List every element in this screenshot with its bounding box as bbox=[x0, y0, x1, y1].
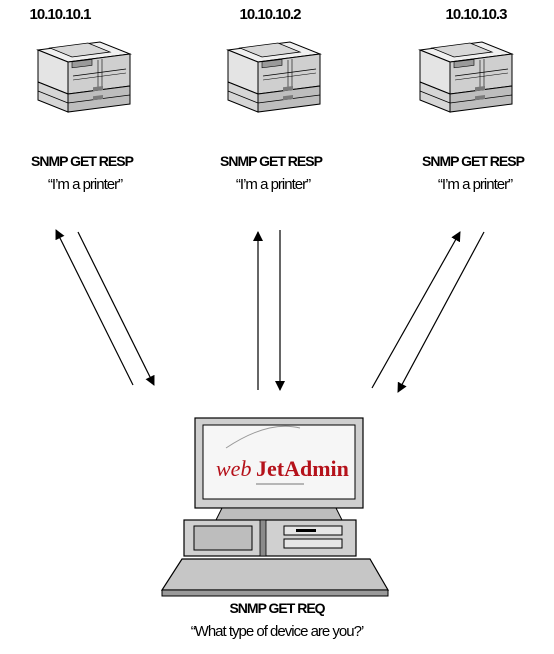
printer-icon-2 bbox=[227, 41, 321, 113]
manager-request: SNMP GET REQ bbox=[229, 600, 325, 616]
printer-ip-1: 10.10.10.1 bbox=[29, 6, 92, 23]
printer-response-3: SNMP GET RESP bbox=[422, 153, 525, 169]
printer-reply-3: “I’m a printer” bbox=[437, 176, 513, 193]
arrow-resp-3 bbox=[371, 231, 461, 389]
computer-icon bbox=[160, 417, 390, 597]
printer-ip-2: 10.10.10.2 bbox=[239, 6, 302, 23]
arrow-resp-1 bbox=[55, 229, 134, 386]
manager-question: “What type of device are you?’ bbox=[190, 623, 365, 640]
arrow-req-3 bbox=[397, 231, 485, 393]
printer-icon-3 bbox=[419, 41, 513, 113]
arrow-req-1 bbox=[77, 231, 155, 386]
printer-icon-1 bbox=[37, 41, 131, 113]
printer-response-2: SNMP GET RESP bbox=[220, 153, 323, 169]
printer-reply-1: “I’m a printer” bbox=[47, 176, 123, 193]
logo-jetadmin: JetAdmin bbox=[256, 456, 349, 481]
logo-web: web bbox=[216, 456, 251, 481]
printer-reply-2: “I’m a printer” bbox=[235, 176, 311, 193]
printer-ip-3: 10.10.10.3 bbox=[445, 6, 508, 23]
printer-response-1: SNMP GET RESP bbox=[31, 153, 134, 169]
